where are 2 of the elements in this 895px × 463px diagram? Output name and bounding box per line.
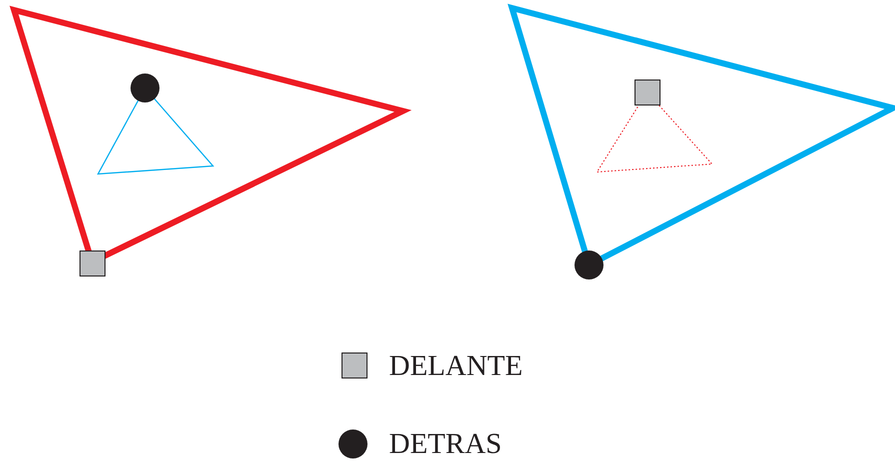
- legend-label: DELANTE: [389, 350, 523, 382]
- legend-label: DETRAS: [389, 428, 502, 460]
